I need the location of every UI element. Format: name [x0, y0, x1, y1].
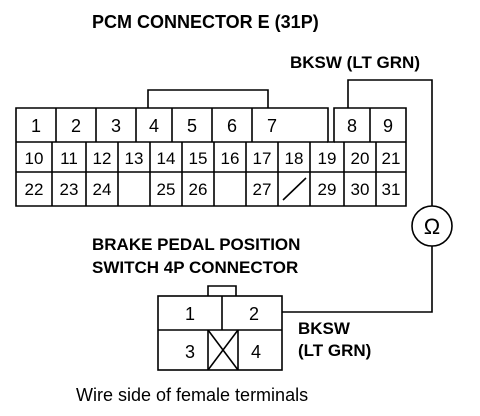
- diagram-caption: Wire side of female terminals: [76, 385, 308, 405]
- pcm-pin-3: 3: [111, 116, 121, 136]
- switch-pin-2: 2: [249, 304, 259, 324]
- pcm-pin-23: 23: [60, 180, 79, 199]
- pcm-pin-16: 16: [221, 149, 240, 168]
- pcm-connector-body: [15, 89, 407, 207]
- pcm-row-1: 1 2 3 4 5 6 7 8 9: [31, 116, 393, 136]
- switch-connector-body: [157, 285, 283, 371]
- switch-wire-label-line1: BKSW: [298, 319, 351, 338]
- pcm-pin-20: 20: [351, 149, 370, 168]
- pcm-pin-30: 30: [351, 180, 370, 199]
- wire-meter-to-switch: [262, 246, 433, 313]
- switch-pins: 1 2 3 4: [185, 304, 261, 362]
- pcm-pin-24: 24: [93, 180, 112, 199]
- pcm-row-2: 10 11 12 13 14 15 16 17 18 19 20 21: [25, 149, 401, 168]
- empty-cavity-mark: [282, 177, 307, 201]
- switch-connector-title-line2: SWITCH 4P CONNECTOR: [92, 258, 298, 277]
- ohm-symbol: Ω: [424, 214, 440, 239]
- pcm-connector-outline: [15, 107, 407, 207]
- pcm-pin-15: 15: [189, 149, 208, 168]
- pcm-pin-6: 6: [227, 116, 237, 136]
- pcm-pin-26: 26: [189, 180, 208, 199]
- pcm-pin-31: 31: [382, 180, 401, 199]
- pcm-pin-22: 22: [25, 180, 44, 199]
- pcm-pin-13: 13: [125, 149, 144, 168]
- pcm-pin-14: 14: [157, 149, 176, 168]
- switch-pin-3: 3: [185, 342, 195, 362]
- pcm-pin-1: 1: [31, 116, 41, 136]
- wire-pcm-to-meter: [347, 79, 433, 206]
- pcm-pin-4: 4: [149, 116, 159, 136]
- pcm-pin-17: 17: [253, 149, 272, 168]
- ohmmeter-icon: Ω: [411, 205, 453, 247]
- pcm-pin-12: 12: [93, 149, 112, 168]
- pcm-wire-label: BKSW (LT GRN): [290, 53, 420, 72]
- pcm-pin-5: 5: [187, 116, 197, 136]
- pcm-pin-8: 8: [347, 116, 357, 136]
- pcm-pin-2: 2: [71, 116, 81, 136]
- pcm-pin-27: 27: [253, 180, 272, 199]
- switch-lock-tab: [207, 285, 237, 296]
- pcm-pin-25: 25: [157, 180, 176, 199]
- pcm-pin-18: 18: [285, 149, 304, 168]
- switch-connector-title-line1: BRAKE PEDAL POSITION: [92, 235, 300, 254]
- pcm-row-3: 22 23 24 25 26 27 29 30 31: [25, 180, 401, 199]
- pcm-pin-9: 9: [383, 116, 393, 136]
- pcm-lock-tab: [147, 89, 269, 108]
- pcm-pin-29: 29: [318, 180, 337, 199]
- pcm-pin-7: 7: [267, 116, 277, 136]
- pcm-pin-11: 11: [60, 149, 78, 168]
- switch-connector-outline: [157, 295, 283, 371]
- empty-cavity-cross-2: [207, 329, 239, 371]
- pcm-pin-10: 10: [25, 149, 44, 168]
- pcm-pin-19: 19: [318, 149, 337, 168]
- pcm-connector-title: PCM CONNECTOR E (31P): [92, 12, 319, 32]
- switch-pin-1: 1: [185, 304, 195, 324]
- switch-wire-label-line2: (LT GRN): [298, 341, 371, 360]
- pcm-pin-21: 21: [382, 149, 401, 168]
- switch-pin-4: 4: [251, 342, 261, 362]
